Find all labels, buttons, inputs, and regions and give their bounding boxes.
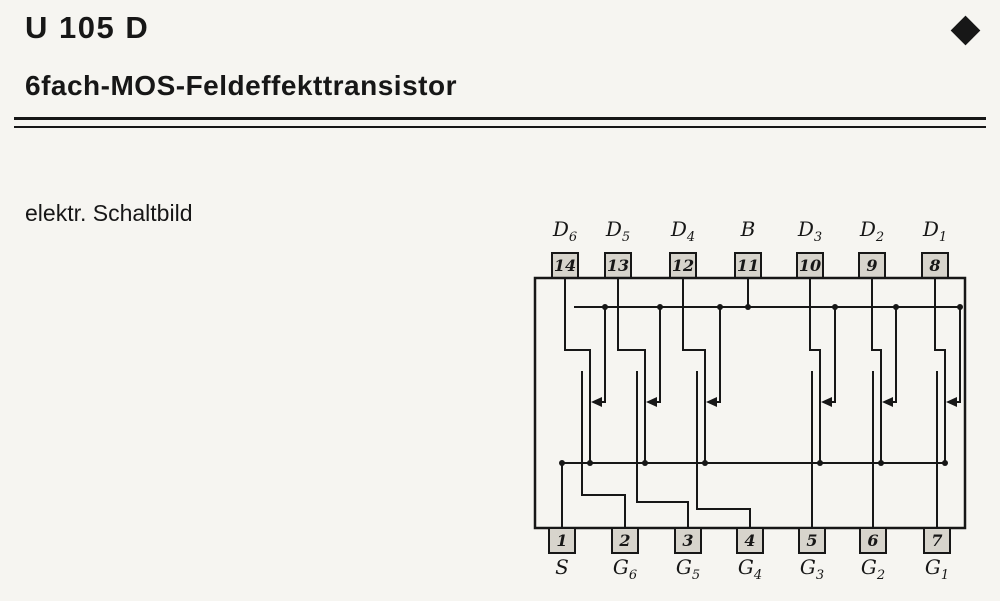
junction-dot — [832, 304, 838, 310]
pin-number-4: 4 — [744, 531, 755, 550]
pin-label-d4: D4 — [670, 217, 695, 245]
drain-wire — [809, 277, 821, 366]
bulk-wire — [829, 306, 836, 403]
pin-number-11: 11 — [737, 256, 759, 275]
pin-label-g2: G2 — [861, 555, 885, 583]
pin-label-d5: D5 — [605, 217, 630, 245]
page-title: U 105 D — [25, 10, 150, 45]
pin-box-7 — [923, 527, 951, 554]
pin-number-10: 10 — [799, 256, 821, 275]
drain-wire — [934, 277, 946, 366]
junction-dot — [702, 460, 708, 466]
junction-dot — [817, 460, 823, 466]
drain-wire — [682, 277, 706, 366]
pin-number-3: 3 — [682, 531, 693, 550]
junction-dot — [717, 304, 723, 310]
junction-dot — [587, 460, 593, 466]
section-label: elektr. Schaltbild — [25, 200, 193, 226]
pin-label-g1: G1 — [925, 555, 949, 583]
circuit-schematic: D6 D5 D4 B D3 D2 D1 14 13 12 11 10 9 8 — [533, 217, 967, 583]
drain-wire — [564, 277, 591, 366]
pin-label-d2: D2 — [859, 217, 884, 245]
drain-wire — [871, 277, 882, 366]
transistor-t4 — [682, 277, 751, 529]
bulk-arrow-icon — [706, 397, 717, 407]
transistor-t1 — [934, 277, 963, 529]
bulk-arrow-icon — [646, 397, 657, 407]
pin-box-2 — [611, 527, 639, 554]
pin-number-12: 12 — [672, 256, 694, 275]
pin-number-8: 8 — [928, 256, 940, 275]
bulk-bus — [574, 277, 961, 310]
pin-number-14: 14 — [554, 256, 576, 275]
bulk-wire — [954, 306, 961, 403]
pin-box-3 — [674, 527, 702, 554]
pin-box-9 — [858, 252, 886, 279]
pin-label-s: S — [555, 555, 569, 579]
page-subtitle: 6fach-MOS-Feldeffekttransistor — [25, 70, 457, 101]
transistor-t2 — [871, 277, 899, 529]
pin-label-g5: G5 — [676, 555, 700, 583]
pin-label-d1: D1 — [922, 217, 947, 245]
bulk-wire — [890, 306, 897, 403]
junction-dot — [942, 460, 948, 466]
pin-box-4 — [736, 527, 764, 554]
transistor-t5 — [617, 277, 689, 529]
pin-number-1: 1 — [556, 531, 567, 550]
transistor-t6 — [564, 277, 626, 529]
pin-box-5 — [798, 527, 826, 554]
pin-box-1 — [548, 527, 576, 554]
junction-dot — [602, 304, 608, 310]
pin-number-9: 9 — [866, 256, 877, 275]
header-rule-bottom — [14, 126, 986, 128]
pin-number-2: 2 — [618, 531, 630, 550]
junction-dot — [745, 304, 751, 310]
bottom-pin-boxes: 1 2 3 4 5 6 7 — [548, 527, 951, 554]
gate-wire — [696, 432, 751, 529]
bulk-wire — [599, 306, 606, 403]
pin-label-g3: G3 — [800, 555, 824, 583]
pin-label-g4: G4 — [738, 555, 762, 583]
pin-label-d6: D6 — [552, 217, 577, 245]
pin-label-b: B — [740, 217, 756, 241]
junction-dot — [878, 460, 884, 466]
junction-dot — [642, 460, 648, 466]
bulk-arrow-icon — [591, 397, 602, 407]
pin-box-6 — [859, 527, 887, 554]
pin-number-5: 5 — [806, 531, 817, 550]
bulk-wire — [654, 306, 661, 403]
bulk-arrow-icon — [882, 397, 893, 407]
pin-label-d3: D3 — [797, 217, 822, 245]
junction-dot — [957, 304, 963, 310]
pin-label-g6: G6 — [613, 555, 637, 583]
pin-number-13: 13 — [607, 256, 629, 275]
bulk-arrow-icon — [946, 397, 957, 407]
junction-dot — [657, 304, 663, 310]
drain-wire — [617, 277, 646, 366]
gate-wire — [636, 432, 689, 529]
header-rule-top — [14, 117, 986, 120]
pin-number-7: 7 — [931, 531, 942, 550]
junction-dot — [893, 304, 899, 310]
transistor-t3 — [809, 277, 838, 529]
pin-box-11 — [734, 252, 762, 279]
bulk-arrow-icon — [821, 397, 832, 407]
junction-dot — [559, 460, 565, 466]
bulk-wire — [714, 306, 721, 403]
top-pin-boxes: 14 13 12 11 10 9 8 — [551, 252, 949, 279]
pin-number-6: 6 — [867, 531, 878, 550]
gate-wire — [581, 432, 626, 529]
diamond-icon — [950, 15, 981, 46]
